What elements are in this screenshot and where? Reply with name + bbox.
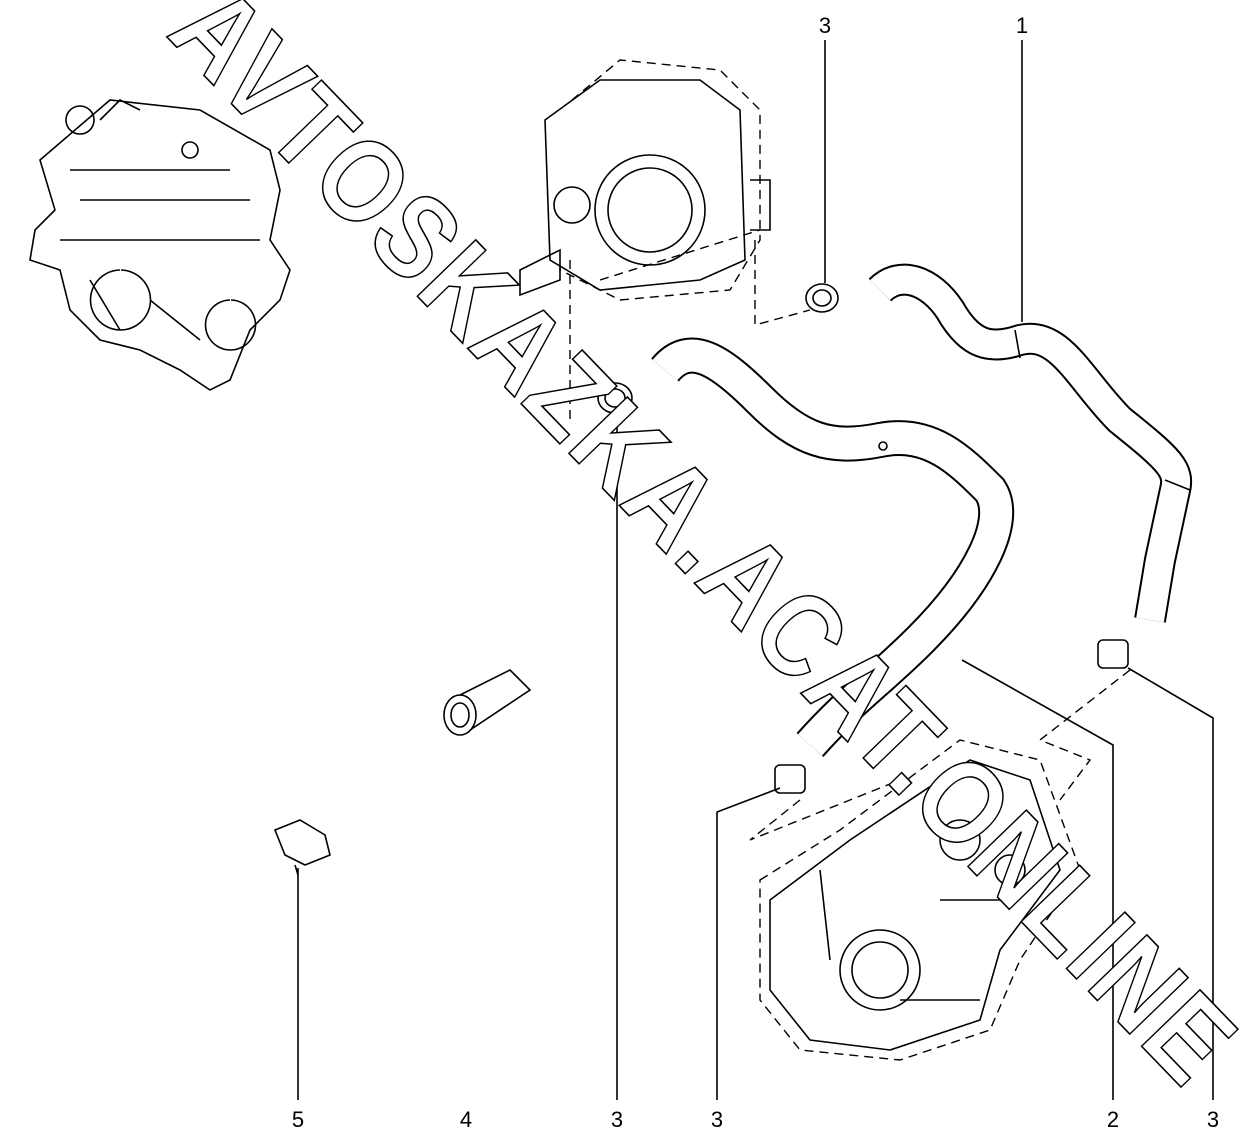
hose-1 <box>868 263 1193 623</box>
clamp-top <box>805 283 839 313</box>
connector-pipe <box>443 669 532 736</box>
callout-1: 1 <box>1016 13 1028 38</box>
callout-3-top: 3 <box>819 13 831 38</box>
callout-4: 4 <box>460 1107 472 1132</box>
clamp-lower <box>774 764 806 794</box>
leader-lines <box>297 40 1214 1100</box>
callout-3-lower: 3 <box>711 1107 723 1132</box>
clamp-right <box>1097 639 1129 669</box>
callout-5: 5 <box>292 1107 304 1132</box>
callout-3-right: 3 <box>1207 1107 1219 1132</box>
callout-2: 2 <box>1107 1107 1119 1132</box>
engine-illustration <box>29 99 291 391</box>
throttle-body <box>519 59 811 420</box>
thermostat-housing <box>759 739 1081 1061</box>
hose-2 <box>651 337 1015 757</box>
callout-3-left: 3 <box>611 1107 623 1132</box>
bracket <box>273 819 331 876</box>
clamp-left <box>597 382 633 414</box>
